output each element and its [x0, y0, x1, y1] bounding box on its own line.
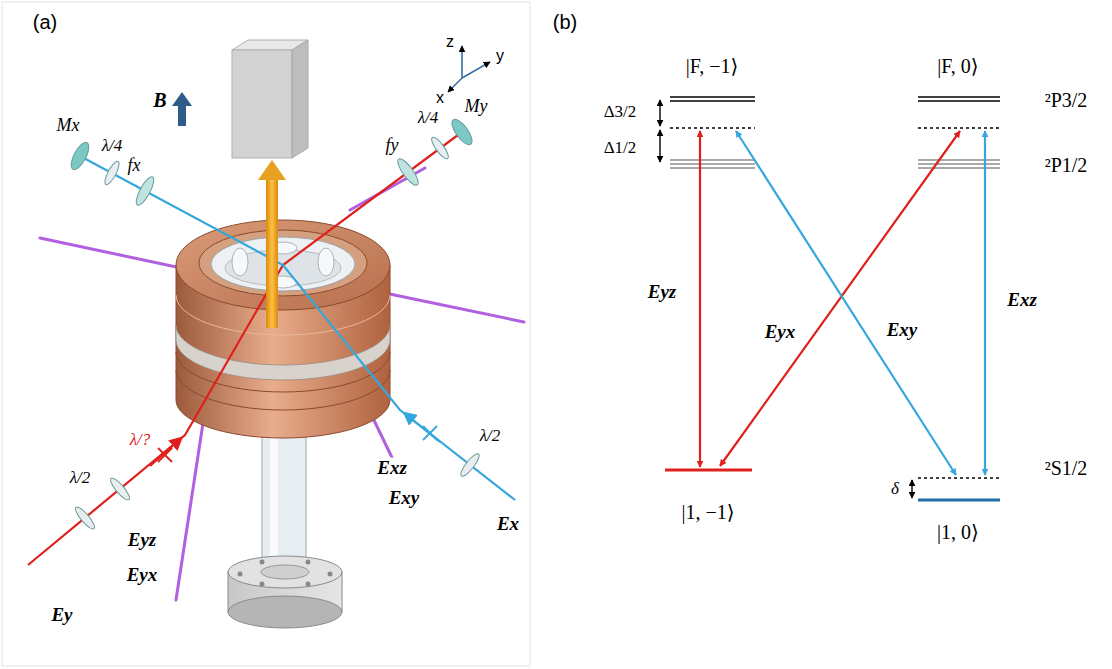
optic-label: fy: [384, 136, 401, 156]
optic-label: λ/4: [416, 109, 441, 128]
state-label: |F, −1⟩: [684, 55, 741, 77]
optic-label: λ/2: [478, 427, 503, 446]
splitting-label: Δ1/2: [602, 139, 639, 158]
laser-lines: [40, 168, 524, 600]
beam-label: Exy: [885, 320, 920, 341]
imaging-beam: [258, 160, 286, 328]
state-label: |F, 0⟩: [935, 55, 980, 77]
beam-label: Eyx: [125, 565, 160, 586]
state-label: |1, 0⟩: [935, 521, 981, 543]
level-label: ²S1/2: [1043, 457, 1090, 479]
axis-label: x: [434, 89, 446, 107]
optics: [68, 116, 482, 531]
field-arrow: [172, 92, 192, 126]
axis-label: z: [444, 33, 456, 51]
level-label: ²P1/2: [1043, 154, 1090, 176]
panel-label: (a): [31, 11, 59, 33]
beam-label: Exz: [1005, 290, 1039, 311]
energy-levels: [665, 97, 1000, 500]
beam-label: Ey: [49, 605, 74, 626]
state-label: |1, −1⟩: [679, 501, 736, 523]
splitting-arrows: [660, 100, 912, 498]
field-label: B: [151, 89, 168, 111]
optic-label: fx: [126, 156, 143, 176]
axes: [448, 46, 490, 92]
level-label: ²P3/2: [1043, 89, 1090, 111]
optic-label: λ/2: [68, 469, 93, 488]
beam-label: Eyx: [763, 322, 798, 343]
beam-label: Ex: [495, 514, 521, 535]
coil-chamber: [176, 220, 390, 438]
splitting-label: Δ3/2: [602, 103, 639, 122]
camera: [232, 40, 308, 158]
beam-label: Exz: [375, 458, 409, 479]
beam-label: Exy: [387, 488, 422, 509]
beams: [28, 132, 515, 565]
optic-label: My: [463, 97, 490, 117]
beam-label: Eyz: [646, 282, 679, 303]
panel-label: (b): [551, 11, 579, 33]
transition-arrows: [700, 131, 985, 475]
axis-label: y: [494, 47, 506, 65]
optic-label: Mx: [55, 116, 82, 136]
panel-frame: [2, 2, 530, 666]
optic-label: λ/4: [100, 137, 125, 156]
beam-label: Eyz: [126, 530, 159, 551]
splitting-label: δ: [889, 480, 901, 499]
optic-label: λ/?: [128, 431, 153, 450]
